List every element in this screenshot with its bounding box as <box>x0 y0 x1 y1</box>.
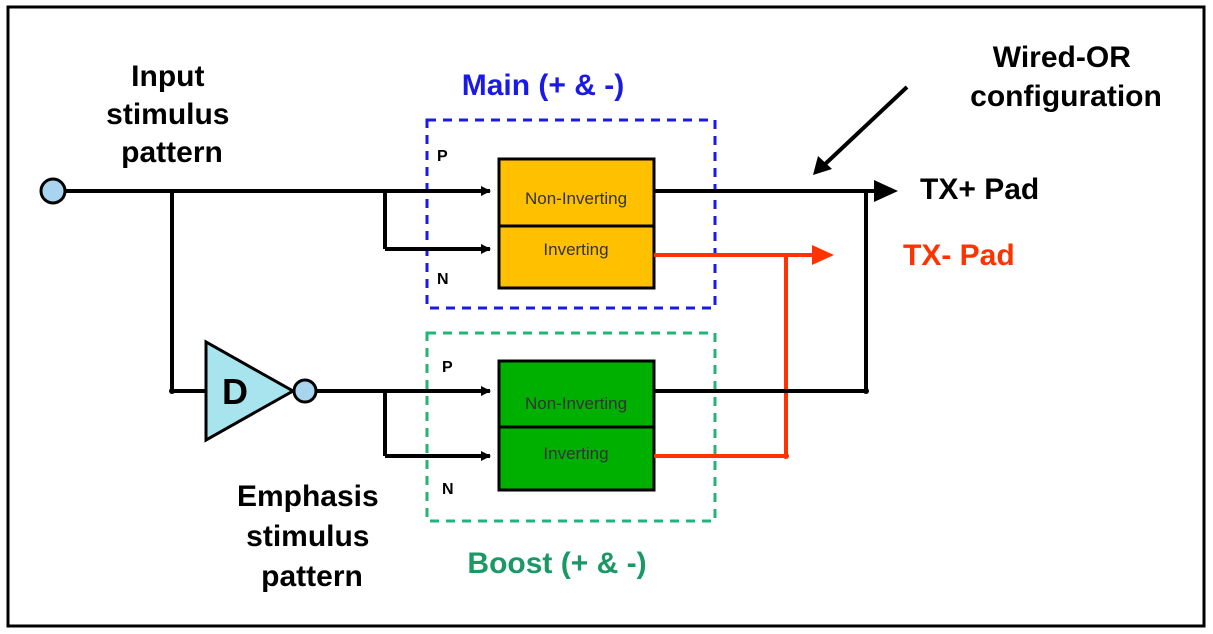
main-p-label: P <box>437 148 448 165</box>
boost-group-label: Boost (+ & -) <box>467 547 646 580</box>
tx-minus-arrowhead <box>812 245 834 265</box>
input-label: Input stimulus pattern <box>106 60 238 169</box>
delay-buffer <box>204 339 297 443</box>
boost-n-label: N <box>442 481 454 498</box>
delay-label: D <box>222 371 248 412</box>
emphasis-label: Emphasis stimulus pattern <box>237 480 387 593</box>
main-inverting-box <box>497 224 656 290</box>
boost-inverting-box <box>497 425 656 492</box>
delay-inverter-bubble <box>292 378 318 404</box>
main-group-box <box>425 118 717 310</box>
boost-inverting-label: Inverting <box>543 444 608 463</box>
boost-p-label: P <box>442 359 453 376</box>
wired-or-pointer-arrow <box>820 85 909 169</box>
boost-noninverting-box <box>497 359 656 429</box>
tx-minus-label: TX- Pad <box>903 239 1015 272</box>
input-node <box>39 177 67 205</box>
main-group-label: Main (+ & -) <box>462 69 625 102</box>
wired-or-label: Wired-OR configuration <box>970 41 1162 113</box>
main-noninverting-label: Non-Inverting <box>525 189 627 208</box>
main-n-label: N <box>437 271 449 288</box>
boost-noninverting-label: Non-Inverting <box>525 394 627 413</box>
tx-plus-arrowhead <box>874 180 898 202</box>
diagram-frame <box>6 5 1206 628</box>
wired-or-pointer-arrowhead <box>813 156 832 175</box>
boost-group-box <box>425 331 717 523</box>
junction-dot <box>169 388 175 394</box>
main-inverting-label: Inverting <box>543 240 608 259</box>
tx-plus-label: TX+ Pad <box>920 173 1039 206</box>
